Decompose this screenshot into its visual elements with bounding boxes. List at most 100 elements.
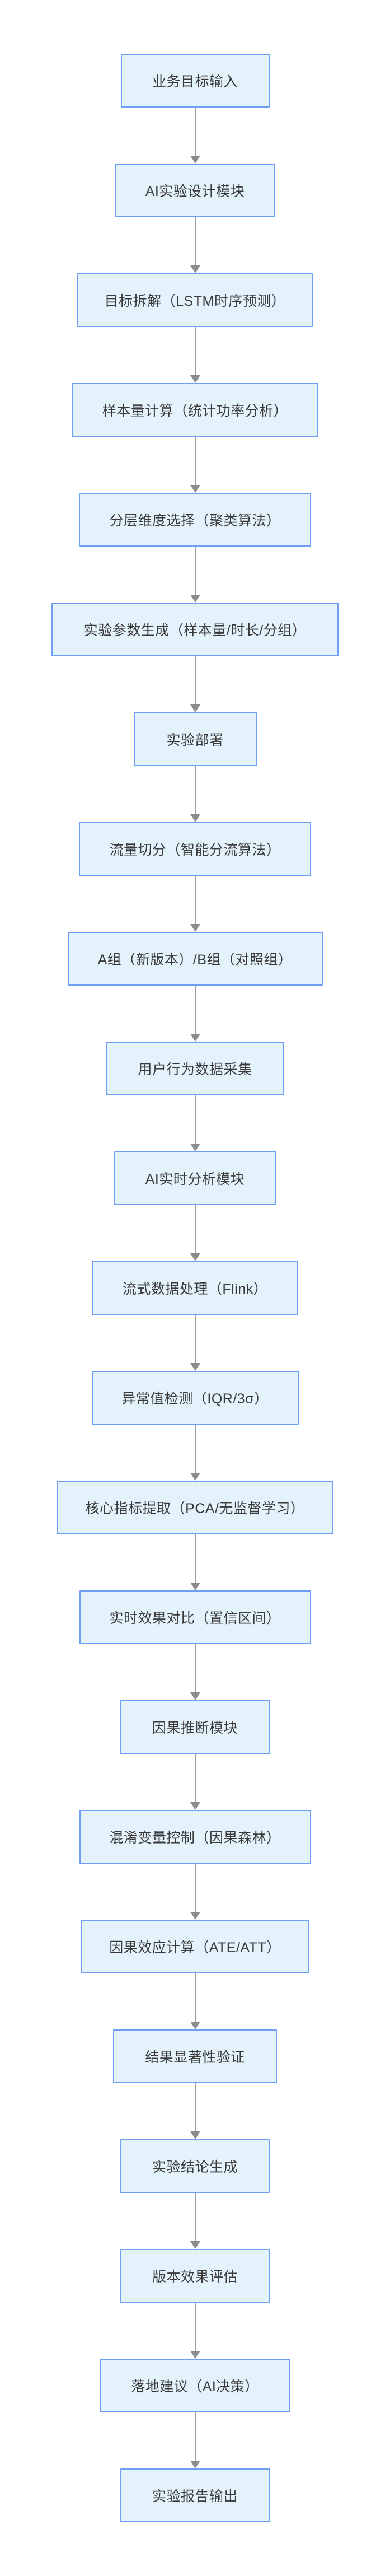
arrow-down-icon bbox=[190, 1253, 200, 1261]
arrow-down-icon bbox=[190, 1802, 200, 1810]
flow-edge-n13-n14 bbox=[189, 1425, 202, 1481]
edge-line bbox=[194, 108, 196, 156]
flow-node-n23: 实验报告输出 bbox=[120, 2468, 270, 2522]
flow-node-label: 因果推断模块 bbox=[152, 1720, 238, 1736]
flow-node-n2: AI实验设计模块 bbox=[115, 164, 275, 217]
flow-edge-n10-n11 bbox=[189, 1095, 202, 1151]
flow-node-label: 实验参数生成（样本量/时长/分组） bbox=[83, 623, 307, 638]
flow-node-n12: 流式数据处理（Flink） bbox=[92, 1261, 298, 1315]
flow-node-n14: 核心指标提取（PCA/无监督学习） bbox=[57, 1481, 333, 1534]
flow-edge-n6-n7 bbox=[189, 656, 202, 712]
edge-line bbox=[194, 437, 196, 486]
flow-node-n7: 实验部署 bbox=[133, 712, 257, 766]
arrow-down-icon bbox=[190, 156, 200, 164]
flow-node-n16: 因果推断模块 bbox=[120, 1700, 270, 1754]
flow-node-label: 用户行为数据采集 bbox=[138, 1062, 252, 1077]
edge-line bbox=[194, 2193, 196, 2242]
arrow-down-icon bbox=[190, 1363, 200, 1371]
flow-node-n9: A组（新版本）/B组（对照组） bbox=[67, 932, 323, 986]
flow-edge-n21-n22 bbox=[189, 2303, 202, 2359]
flow-node-label: 实时效果对比（置信区间） bbox=[109, 1611, 281, 1626]
flow-node-n1: 业务目标输入 bbox=[120, 54, 270, 108]
flow-node-label: 目标拆解（LSTM时序预测） bbox=[104, 293, 286, 309]
edge-line bbox=[194, 1205, 196, 1254]
edge-line bbox=[194, 217, 196, 266]
flow-edge-n9-n10 bbox=[189, 986, 202, 1042]
flow-node-n20: 实验结论生成 bbox=[120, 2139, 270, 2193]
edge-line bbox=[194, 1864, 196, 1912]
arrow-down-icon bbox=[190, 2022, 200, 2029]
flow-node-n5: 分层维度选择（聚类算法） bbox=[79, 493, 311, 547]
arrow-down-icon bbox=[190, 1144, 200, 1151]
edge-line bbox=[194, 2303, 196, 2351]
flow-edge-n18-n19 bbox=[189, 1973, 202, 2029]
flow-node-label: 结果显著性验证 bbox=[145, 2050, 245, 2065]
flow-node-n4: 样本量计算（统计功率分析） bbox=[72, 383, 318, 437]
flow-edge-n12-n13 bbox=[189, 1315, 202, 1371]
flow-edge-n16-n17 bbox=[189, 1754, 202, 1810]
flow-edge-n1-n2 bbox=[189, 108, 202, 164]
flow-node-label: 异常值检测（IQR/3σ） bbox=[121, 1391, 269, 1407]
edge-line bbox=[194, 1754, 196, 1803]
arrow-down-icon bbox=[190, 924, 200, 932]
flow-node-label: 实验部署 bbox=[166, 732, 224, 748]
edge-line bbox=[194, 547, 196, 595]
flow-node-n17: 混淆变量控制（因果森林） bbox=[79, 1810, 311, 1864]
arrow-down-icon bbox=[190, 595, 200, 603]
flow-edge-n3-n4 bbox=[189, 327, 202, 383]
flow-node-n18: 因果效应计算（ATE/ATT） bbox=[81, 1920, 309, 1973]
edge-line bbox=[194, 2412, 196, 2461]
flow-node-label: 流式数据处理（Flink） bbox=[122, 1281, 268, 1297]
flow-node-label: 实验结论生成 bbox=[152, 2159, 238, 2175]
edge-line bbox=[194, 1973, 196, 2022]
edge-line bbox=[194, 1425, 196, 1473]
arrow-down-icon bbox=[190, 1034, 200, 1042]
flow-edge-n8-n9 bbox=[189, 876, 202, 932]
flow-node-label: 分层维度选择（聚类算法） bbox=[109, 513, 281, 529]
flow-node-n11: AI实时分析模块 bbox=[114, 1151, 276, 1205]
arrow-down-icon bbox=[190, 1583, 200, 1590]
edge-line bbox=[194, 327, 196, 376]
flow-node-n6: 实验参数生成（样本量/时长/分组） bbox=[51, 603, 339, 656]
flow-node-label: 样本量计算（统计功率分析） bbox=[102, 403, 288, 419]
arrow-down-icon bbox=[190, 485, 200, 493]
flow-node-n21: 版本效果评估 bbox=[120, 2249, 270, 2303]
arrow-down-icon bbox=[190, 814, 200, 822]
flow-node-label: 混淆变量控制（因果森林） bbox=[109, 1830, 281, 1846]
edge-line bbox=[194, 876, 196, 925]
flow-edge-n20-n21 bbox=[189, 2193, 202, 2249]
flow-node-label: 落地建议（AI决策） bbox=[131, 2379, 259, 2395]
edge-line bbox=[194, 2083, 196, 2132]
flow-node-n13: 异常值检测（IQR/3σ） bbox=[91, 1371, 299, 1425]
flow-node-n8: 流量切分（智能分流算法） bbox=[79, 822, 311, 876]
flow-node-label: AI实时分析模块 bbox=[145, 1172, 245, 1187]
edge-line bbox=[194, 1315, 196, 1364]
flow-node-n3: 目标拆解（LSTM时序预测） bbox=[77, 273, 313, 327]
flow-node-n22: 落地建议（AI决策） bbox=[100, 2359, 290, 2412]
edge-line bbox=[194, 1095, 196, 1144]
arrow-down-icon bbox=[190, 2461, 200, 2468]
arrow-down-icon bbox=[190, 1473, 200, 1481]
flow-node-label: 核心指标提取（PCA/无监督学习） bbox=[85, 1501, 305, 1516]
flow-node-n19: 结果显著性验证 bbox=[113, 2029, 277, 2083]
flow-node-label: A组（新版本）/B组（对照组） bbox=[97, 952, 293, 968]
flow-node-n15: 实时效果对比（置信区间） bbox=[79, 1590, 311, 1644]
flow-edge-n11-n12 bbox=[189, 1205, 202, 1261]
edge-line bbox=[194, 1534, 196, 1583]
flow-node-label: 版本效果评估 bbox=[152, 2269, 238, 2285]
flow-edge-n17-n18 bbox=[189, 1864, 202, 1920]
edge-line bbox=[194, 766, 196, 815]
flow-node-label: 业务目标输入 bbox=[152, 74, 238, 90]
edge-line bbox=[194, 1644, 196, 1693]
flow-edge-n22-n23 bbox=[189, 2412, 202, 2468]
arrow-down-icon bbox=[190, 1912, 200, 1920]
flow-node-label: 实验报告输出 bbox=[152, 2489, 238, 2504]
flow-edge-n4-n5 bbox=[189, 437, 202, 493]
arrow-down-icon bbox=[190, 375, 200, 383]
arrow-down-icon bbox=[190, 704, 200, 712]
arrow-down-icon bbox=[190, 2131, 200, 2139]
flow-node-label: 因果效应计算（ATE/ATT） bbox=[109, 1940, 281, 1956]
edge-line bbox=[194, 986, 196, 1034]
flow-edge-n14-n15 bbox=[189, 1534, 202, 1590]
